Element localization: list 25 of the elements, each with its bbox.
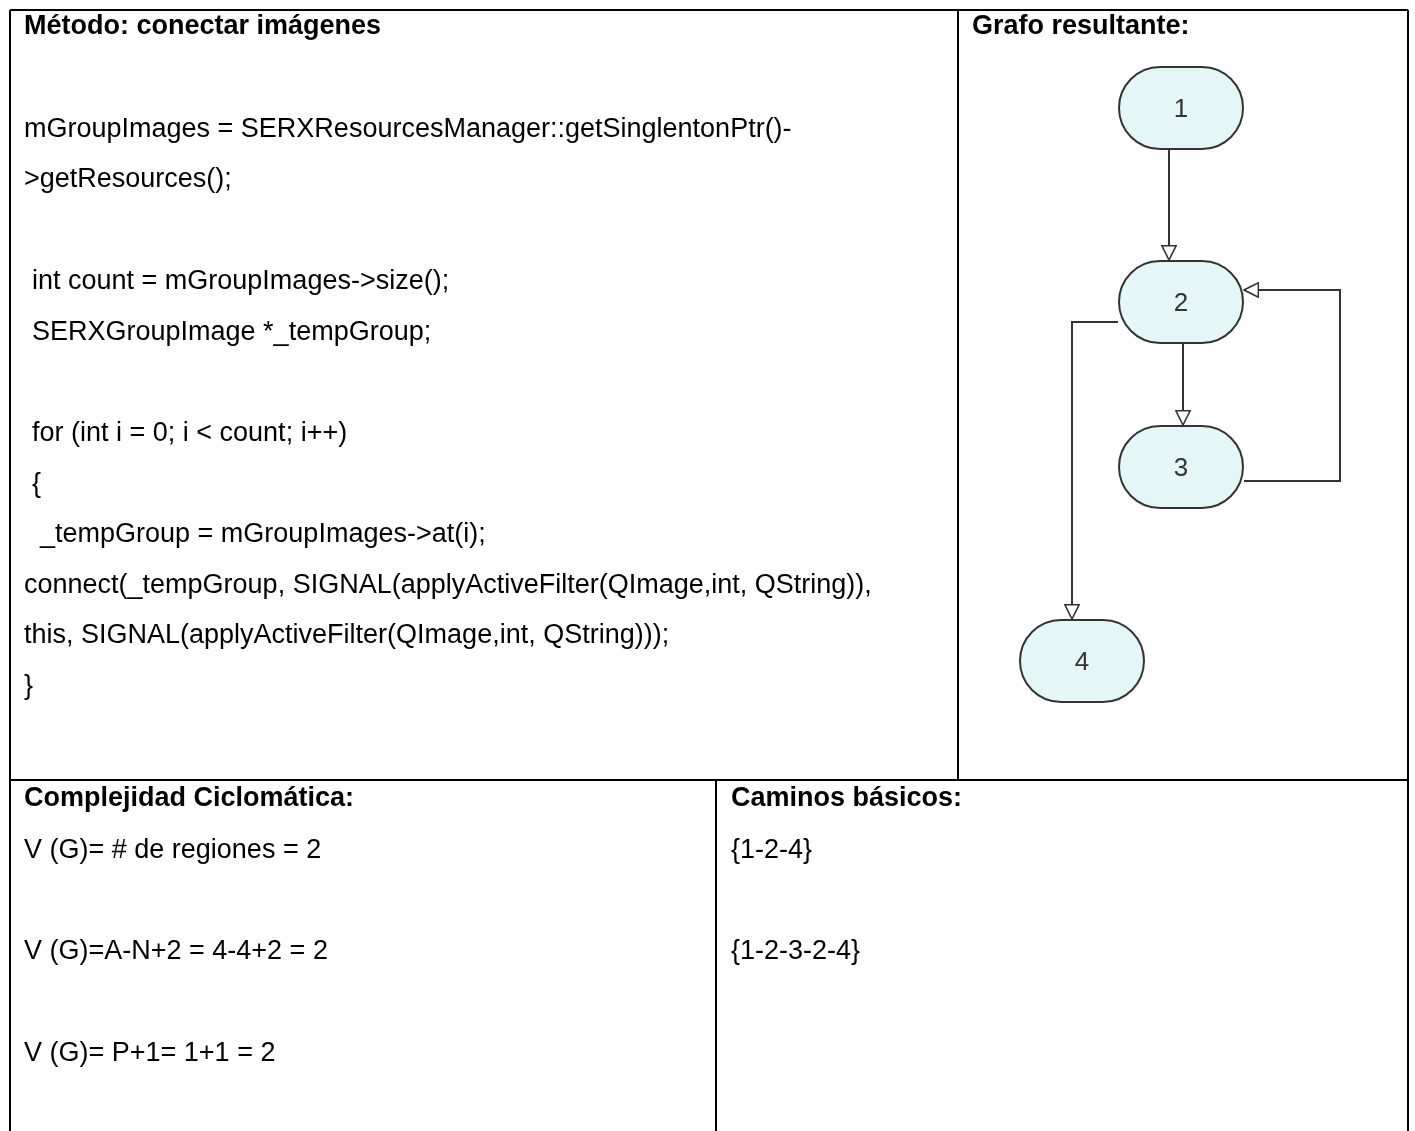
formula-text: V (G)= P+1= 1+1 = 2 bbox=[24, 1036, 277, 1069]
code-line: mGroupImages = SERXResourcesManager::getSinglentonPtr()->getResources(); bbox=[24, 112, 793, 195]
rounded-node: 2 bbox=[1118, 260, 1244, 344]
formula-text: V (G)=A-N+2 = 4-4+2 = 2 bbox=[24, 934, 329, 967]
path-text: {1-2-3-2-4} bbox=[731, 934, 862, 967]
code-line: } bbox=[24, 669, 35, 702]
path-text: {1-2-4} bbox=[731, 833, 814, 866]
cell-heading: Grafo resultante: bbox=[972, 9, 1191, 42]
formula-text: V (G)= # de regiones = 2 bbox=[24, 833, 323, 866]
cell-heading: Complejidad Ciclomática: bbox=[24, 781, 356, 814]
rounded-node: 1 bbox=[1118, 66, 1244, 150]
arrow bbox=[1243, 282, 1341, 482]
arrow bbox=[1064, 321, 1119, 620]
cell-heading: Método: conectar imágenes bbox=[24, 9, 383, 42]
code-line: _tempGroup = mGroupImages->at(i); bbox=[40, 517, 487, 550]
code-line: { bbox=[32, 467, 43, 500]
arrow bbox=[1175, 343, 1191, 426]
cell-heading: Caminos básicos: bbox=[731, 781, 964, 814]
code-line: connect(_tempGroup, SIGNAL(applyActiveFilter(QImage,int, QString)), this, SIGNAL(applyActiveFilter(QImage,int, QString))); bbox=[24, 568, 873, 651]
code-line: for (int i = 0; i < count; i++) bbox=[32, 416, 349, 449]
rounded-node: 4 bbox=[1019, 619, 1145, 703]
code-line: int count = mGroupImages->size(); bbox=[32, 264, 451, 297]
arrow bbox=[1161, 149, 1177, 261]
code-line: SERXGroupImage *_tempGroup; bbox=[32, 315, 433, 348]
rounded-node: 3 bbox=[1118, 425, 1244, 509]
